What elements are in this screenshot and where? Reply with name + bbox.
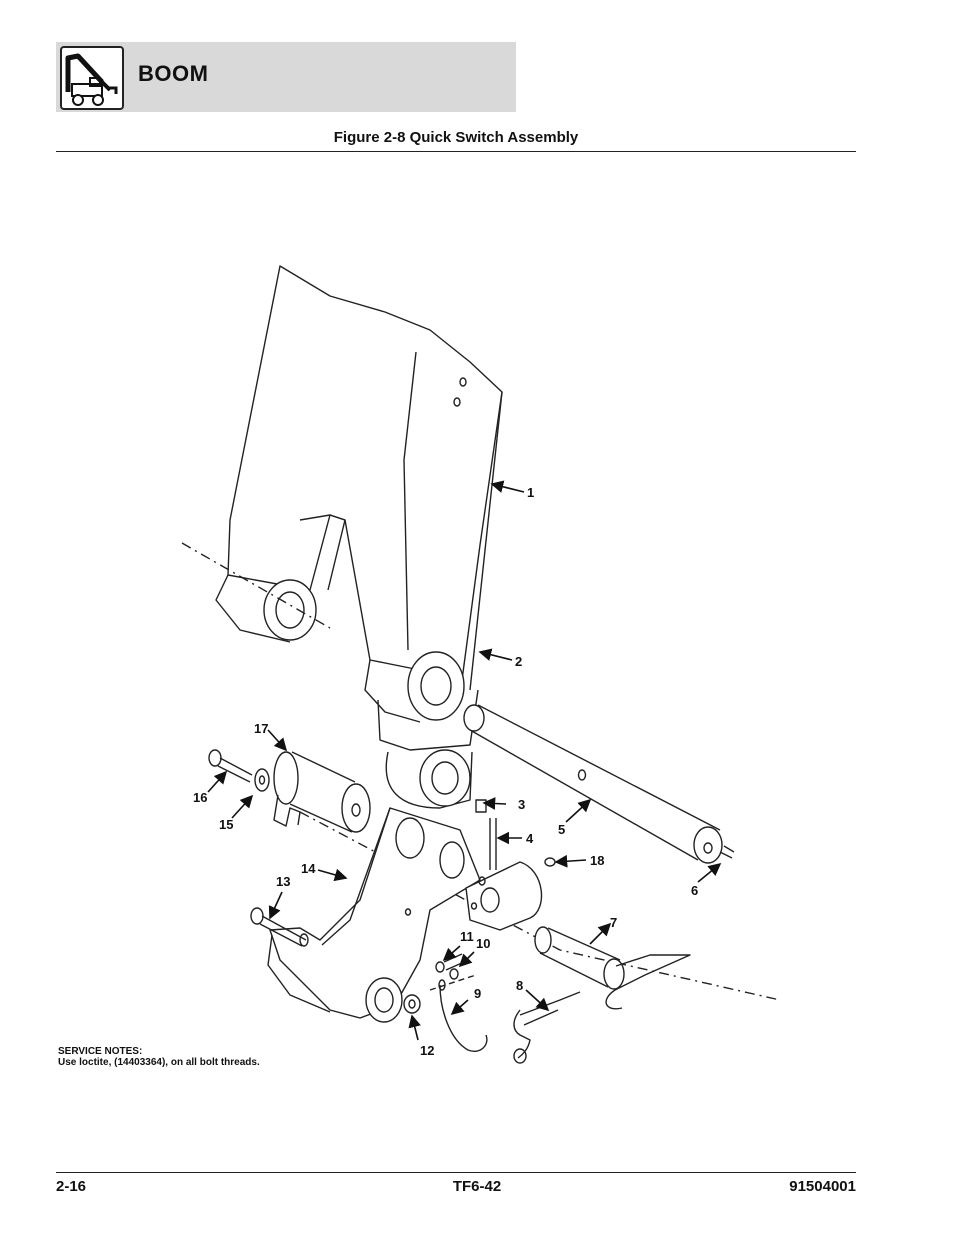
callout-18: 18 — [590, 853, 604, 868]
callout-11: 11 — [460, 929, 474, 944]
page-number: 2-16 — [56, 1178, 87, 1195]
footer-rule — [56, 1172, 856, 1173]
callout-1: 1 — [527, 485, 534, 500]
callout-15: 15 — [219, 817, 233, 832]
callout-14: 14 — [301, 861, 316, 876]
header-band: BOOM — [56, 42, 516, 112]
callout-6: 6 — [691, 883, 698, 898]
model-number: TF6-42 — [452, 1178, 502, 1195]
callout-10: 10 — [476, 936, 490, 951]
callout-2: 2 — [515, 654, 522, 669]
callout-leaders — [207, 480, 722, 1041]
callout-5: 5 — [558, 822, 565, 837]
callout-7: 7 — [610, 915, 617, 930]
document-number: 91504001 — [789, 1178, 856, 1195]
callout-17: 17 — [254, 721, 268, 736]
service-notes: SERVICE NOTES: Use loctite, (14403364), … — [58, 1046, 260, 1068]
callout-16: 16 — [193, 790, 207, 805]
service-notes-heading: SERVICE NOTES: — [58, 1046, 143, 1057]
callout-12: 12 — [420, 1043, 434, 1058]
header-rule — [56, 151, 856, 152]
section-title: BOOM — [138, 61, 209, 86]
service-notes-text: Use loctite, (14403364), on all bolt thr… — [58, 1057, 260, 1068]
figure-title: Figure 2-8 Quick Switch Assembly — [333, 129, 579, 146]
callout-4: 4 — [526, 831, 534, 846]
callout-labels: 1 2 3 4 5 6 7 8 9 10 11 12 13 14 15 16 1… — [193, 485, 698, 1058]
telehandler-icon — [60, 46, 124, 110]
callout-8: 8 — [516, 978, 523, 993]
callout-13: 13 — [276, 874, 290, 889]
callout-9: 9 — [474, 986, 481, 1001]
callout-3: 3 — [518, 797, 525, 812]
